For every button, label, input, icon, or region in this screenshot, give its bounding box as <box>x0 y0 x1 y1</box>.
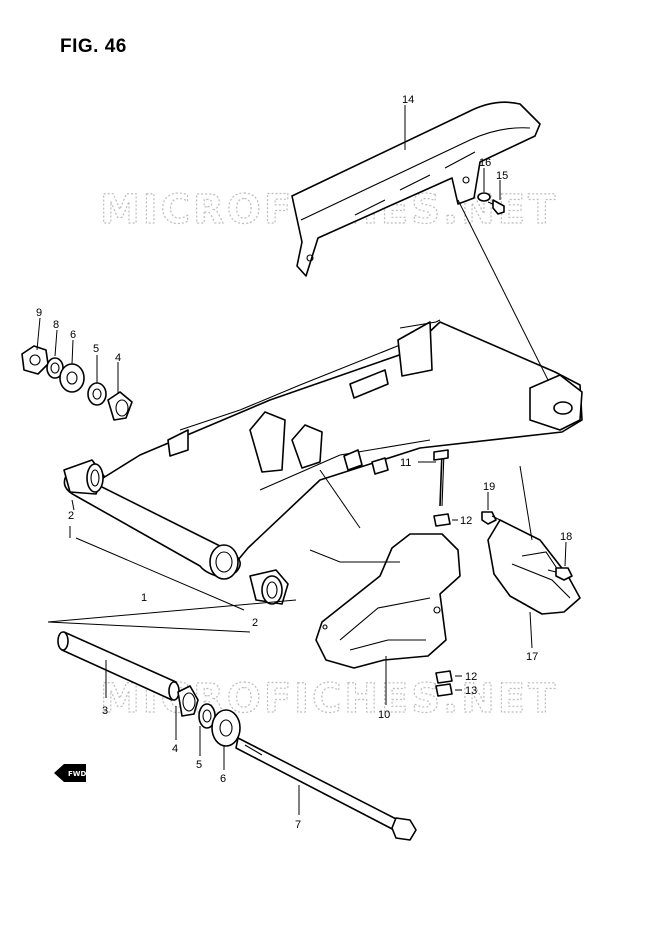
nut-part-9 <box>21 345 49 375</box>
callout-19: 19 <box>483 481 495 493</box>
callout-12-upper: 12 <box>460 515 472 527</box>
callout-13: 13 <box>465 685 477 697</box>
callout-16: 16 <box>479 157 491 169</box>
callout-4-upper: 4 <box>115 352 121 364</box>
leader-lines <box>36 105 567 815</box>
bolt-part-19 <box>481 511 501 525</box>
callout-15: 15 <box>496 170 508 182</box>
callout-14: 14 <box>402 94 414 106</box>
bolt-part-15 <box>487 199 505 215</box>
callout-9: 9 <box>36 307 42 319</box>
spacer-part-6-lower <box>211 709 241 747</box>
chain-guide-part-10 <box>315 533 461 669</box>
callout-5-lower: 5 <box>196 759 202 771</box>
needle-bearing-part-2-left <box>63 459 105 495</box>
callout-7: 7 <box>295 819 301 831</box>
spacer-part-6-upper <box>59 363 85 393</box>
chain-guard-part-17 <box>487 519 581 615</box>
pivot-shaft-part-7 <box>235 737 417 841</box>
chain-case-part-14 <box>291 101 541 277</box>
callout-8: 8 <box>53 319 59 331</box>
callout-11: 11 <box>400 457 411 469</box>
fwd-direction-arrow: FWD <box>54 764 87 782</box>
figure-title: FIG. 46 <box>60 36 127 57</box>
washer-part-12-lower <box>435 670 453 684</box>
fwd-label: FWD <box>68 770 87 778</box>
washer-part-5-upper <box>87 382 107 406</box>
callout-2-left: 2 <box>68 510 74 522</box>
bolt-part-11 <box>433 449 449 507</box>
callout-12-lower: 12 <box>465 671 477 683</box>
callout-6-lower: 6 <box>220 773 226 785</box>
callout-10: 10 <box>378 709 390 721</box>
callout-1: 1 <box>141 592 147 604</box>
bushing-part-4-upper <box>107 391 133 421</box>
pipe-part-3 <box>57 631 180 701</box>
callout-3: 3 <box>102 705 108 717</box>
washer-part-12-upper <box>433 513 451 527</box>
bolt-part-18 <box>547 567 573 581</box>
callout-17: 17 <box>526 651 538 663</box>
bushing-part-4-lower <box>177 685 199 717</box>
callout-2-right: 2 <box>252 617 258 629</box>
callout-4-lower: 4 <box>172 743 178 755</box>
swingarm-part-1 <box>63 319 583 580</box>
washer-part-16 <box>477 192 491 202</box>
callouts: 9 8 6 5 4 14 16 15 11 12 19 18 17 12 13 … <box>36 94 572 831</box>
callout-18: 18 <box>560 531 572 543</box>
needle-bearing-part-2-right <box>249 569 289 605</box>
nut-part-13 <box>435 683 453 697</box>
callout-6-upper: 6 <box>70 329 76 341</box>
callout-5-upper: 5 <box>93 343 99 355</box>
